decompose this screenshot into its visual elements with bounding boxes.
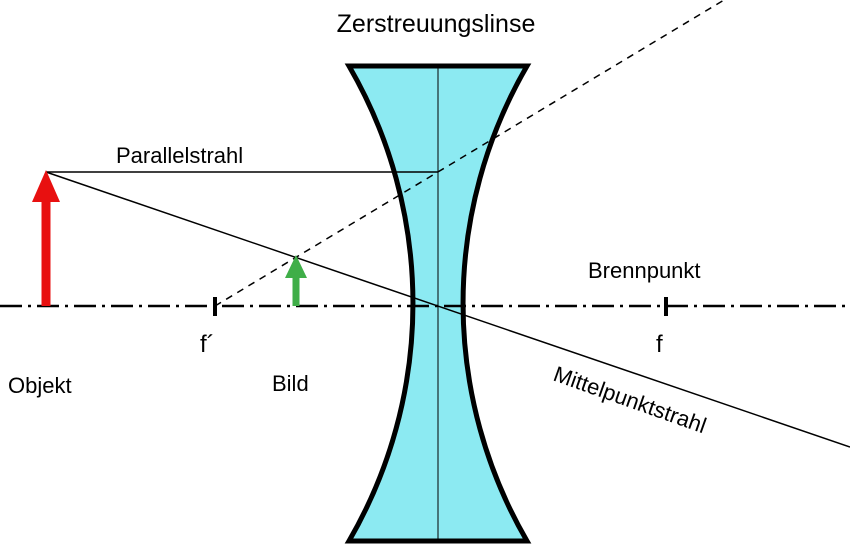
focal-left-label: f´ <box>200 331 215 358</box>
image-arrow-head <box>285 255 307 278</box>
focal-point-label: Brennpunkt <box>588 258 701 283</box>
center-ray-label: Mittelpunktstrahl <box>550 361 709 438</box>
focal-right-label: f <box>656 331 663 358</box>
parallel-ray-label: Parallelstrahl <box>116 143 243 168</box>
center-ray <box>45 171 850 448</box>
object-label: Objekt <box>8 373 72 398</box>
object-arrow-head <box>32 170 60 202</box>
refracted-ray-dashed <box>214 0 725 307</box>
image-label: Bild <box>272 371 309 396</box>
diagram-title: Zerstreuungslinse <box>337 10 536 38</box>
